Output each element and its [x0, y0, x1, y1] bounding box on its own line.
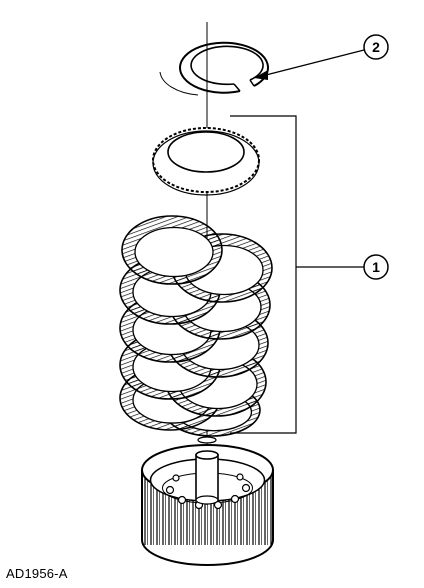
clutch-plate — [121, 215, 223, 285]
figure-id: AD1956-A — [6, 566, 68, 581]
callout-2-arrowhead — [254, 70, 268, 80]
clutch-drum — [141, 436, 274, 566]
clutch-plate-stack — [119, 215, 273, 437]
snap-ring — [159, 41, 269, 96]
pressure-plate — [152, 127, 260, 196]
callout-2-label: 2 — [372, 39, 380, 55]
callout-1-circle — [363, 254, 389, 280]
callout-1-bracket — [230, 115, 297, 434]
callout-2-leader — [261, 49, 365, 77]
callout-1-label: 1 — [372, 259, 380, 275]
callout-2-circle — [363, 34, 389, 60]
